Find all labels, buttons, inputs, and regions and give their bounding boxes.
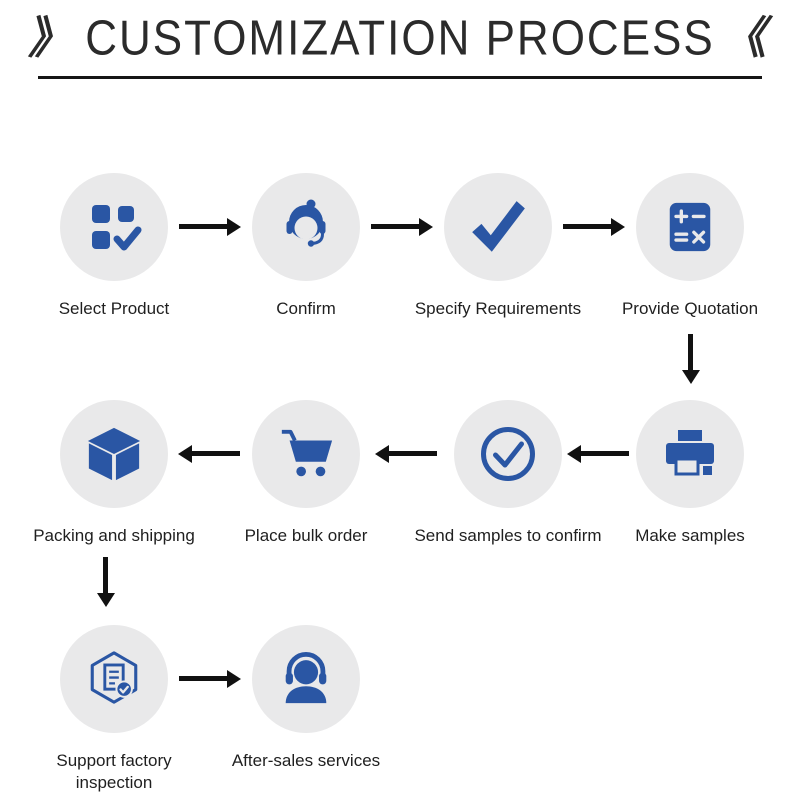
customer-service-icon: [286, 199, 326, 247]
step-specify-requirements: Specify Requirements: [398, 173, 598, 320]
headset-person-icon: [285, 651, 327, 704]
step-label: Select Product: [58, 299, 170, 318]
step-circle: [252, 173, 360, 281]
arrow-bulk-to-packing: [192, 451, 240, 456]
checkmark-icon: [472, 201, 525, 252]
step-label: Confirm: [276, 299, 336, 318]
step-circle: [60, 625, 168, 733]
shopping-cart-icon: [281, 429, 333, 477]
step-label: Support factory inspection: [56, 751, 172, 793]
page-header: 》 CUSTOMIZATION PROCESS 《: [0, 4, 800, 74]
step-packing-shipping: Packing and shipping: [14, 400, 214, 547]
printer-icon: [666, 430, 714, 476]
left-double-chevron-icon: 》: [26, 14, 81, 63]
inspection-badge-icon: [90, 651, 138, 704]
step-label: Packing and shipping: [33, 526, 195, 545]
arrow-inspection-to-aftersales: [179, 676, 227, 681]
step-label: Make samples: [635, 526, 745, 545]
page-title: CUSTOMIZATION PROCESS: [85, 11, 715, 66]
step-make-samples: Make samples: [590, 400, 790, 547]
step-circle: [252, 400, 360, 508]
arrow-specify-to-quotation: [563, 224, 611, 229]
step-after-sales: After-sales services: [206, 625, 406, 772]
arrow-samples-to-confirm-samples: [581, 451, 629, 456]
step-circle: [60, 173, 168, 281]
step-provide-quotation: Provide Quotation: [590, 173, 790, 320]
step-circle: [60, 400, 168, 508]
step-label: Provide Quotation: [621, 299, 759, 318]
arrow-confirm-to-specify: [371, 224, 419, 229]
step-circle: [636, 400, 744, 508]
step-label: Specify Requirements: [414, 299, 582, 318]
step-confirm: Confirm: [206, 173, 406, 320]
step-label: After-sales services: [231, 751, 381, 770]
grid-check-icon: [92, 205, 142, 251]
step-circle: [444, 173, 552, 281]
title-divider: [38, 76, 762, 79]
circle-check-icon: [481, 427, 535, 481]
arrow-confirm-samples-to-bulk: [389, 451, 437, 456]
step-send-samples: Send samples to confirm: [408, 400, 608, 547]
step-place-bulk-order: Place bulk order: [206, 400, 406, 547]
calculator-icon: [669, 202, 711, 252]
arrow-select-to-confirm: [179, 224, 227, 229]
arrow-packing-to-inspection: [103, 557, 108, 593]
right-double-chevron-icon: 《: [719, 14, 775, 63]
step-circle: [636, 173, 744, 281]
arrow-quotation-to-samples: [688, 334, 693, 370]
step-circle: [252, 625, 360, 733]
step-factory-inspection: Support factory inspection: [14, 625, 214, 794]
step-select-product: Select Product: [14, 173, 214, 320]
step-circle: [454, 400, 562, 508]
step-label: Send samples to confirm: [414, 526, 602, 545]
package-box-icon: [87, 427, 141, 481]
step-label: Place bulk order: [244, 526, 368, 545]
